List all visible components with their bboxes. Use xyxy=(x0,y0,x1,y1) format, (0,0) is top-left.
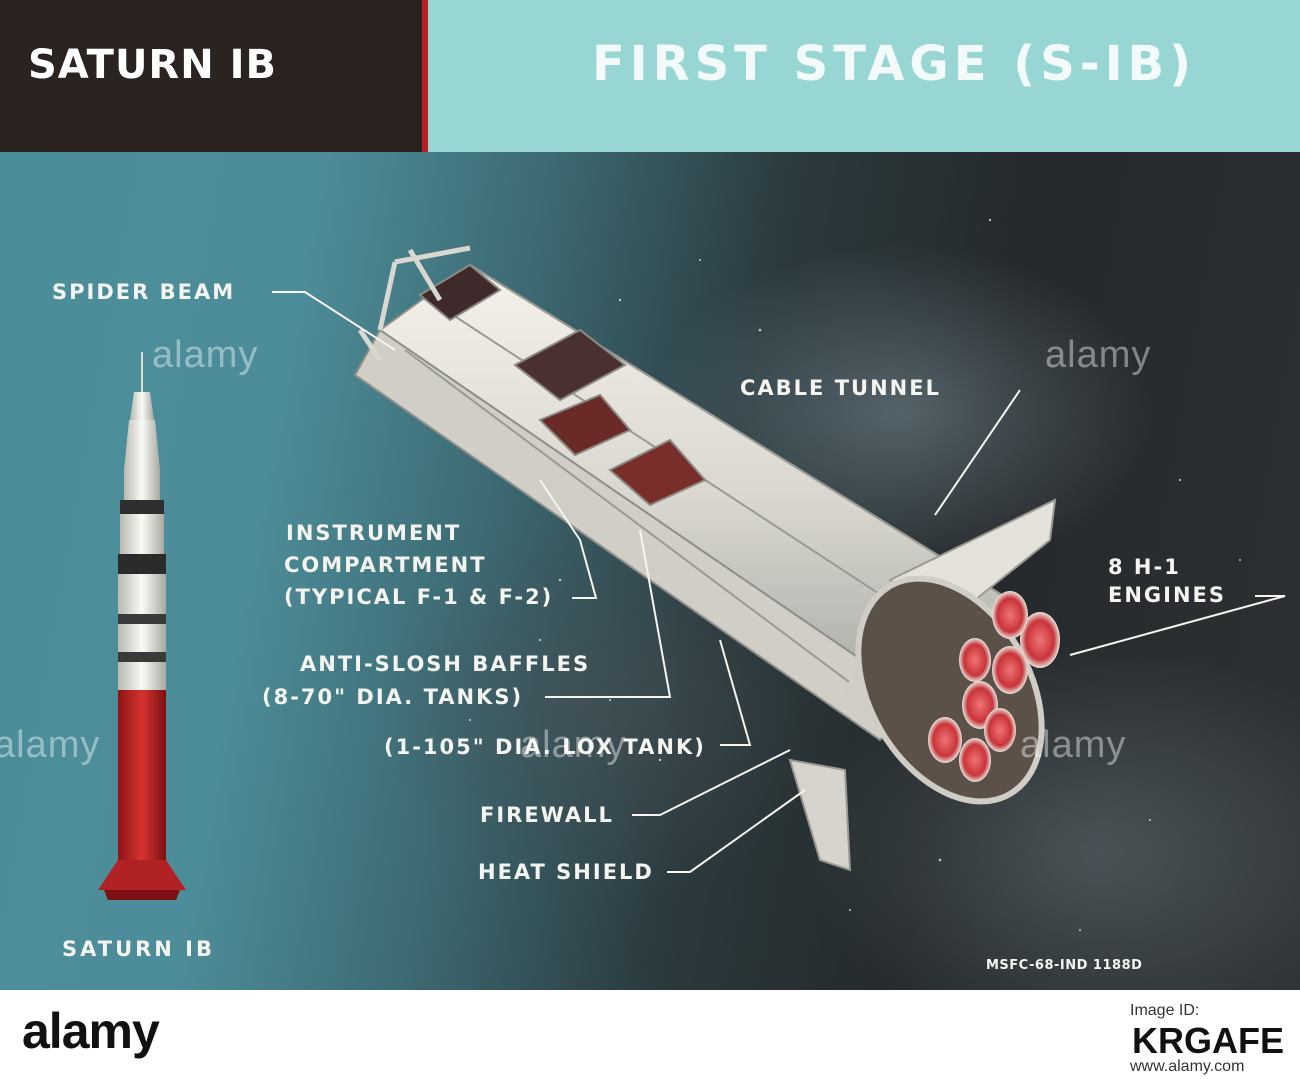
leader-lines xyxy=(272,291,1286,873)
label-engines-line2: ENGINES xyxy=(1108,583,1227,607)
header-left-panel xyxy=(0,0,422,152)
stock-footer: alamy Image ID: KRGAFE www.alamy.com xyxy=(0,990,1300,1079)
saturn-ib-rocket-illustration xyxy=(98,352,186,900)
label-anti-slosh-baffles: ANTI-SLOSH BAFFLES xyxy=(300,652,591,676)
alamy-logo: alamy xyxy=(22,1003,160,1059)
label-heat-shield: HEAT SHIELD xyxy=(478,860,654,884)
illustration-area xyxy=(0,152,1300,990)
star-field xyxy=(469,218,1241,931)
rocket-caption: SATURN IB xyxy=(62,937,215,961)
label-cable-tunnel: CABLE TUNNEL xyxy=(740,376,941,400)
footer-url: www.alamy.com xyxy=(1130,1058,1245,1075)
h1-engine-nozzles xyxy=(928,591,1060,782)
image-id: KRGAFE xyxy=(1132,1020,1284,1061)
header-right-title: FIRST STAGE (S-IB) xyxy=(592,36,1197,92)
image-code: MSFC-68-IND 1188D xyxy=(986,958,1143,973)
label-instrument-line2: COMPARTMENT xyxy=(284,553,487,577)
header-divider xyxy=(422,0,428,152)
label-70-dia-tanks: (8-70" DIA. TANKS) xyxy=(262,685,524,709)
label-instrument-line1: INSTRUMENT xyxy=(286,521,462,545)
s-ib-stage-illustration xyxy=(353,245,1060,872)
watermark: alamy xyxy=(520,724,627,766)
label-firewall: FIREWALL xyxy=(480,803,614,827)
label-spider-beam: SPIDER BEAM xyxy=(52,280,236,304)
poster: SATURN IB FIRST STAGE (S-IB) xyxy=(0,0,1300,990)
image-id-label: Image ID: xyxy=(1130,1002,1200,1019)
watermark: alamy xyxy=(1020,724,1127,766)
watermark: alamy xyxy=(152,334,259,376)
illustration-svg xyxy=(98,218,1286,931)
watermark: alamy xyxy=(0,724,101,766)
label-engines-line1: 8 H-1 xyxy=(1108,555,1181,579)
watermark: alamy xyxy=(1045,334,1152,376)
label-instrument-line3: (TYPICAL F-1 & F-2) xyxy=(284,585,554,609)
header-right-panel xyxy=(428,0,1300,152)
header-left-title: SATURN IB xyxy=(28,42,277,88)
label-lox-tank: (1-105" DIA. LOX TANK) xyxy=(384,735,706,759)
